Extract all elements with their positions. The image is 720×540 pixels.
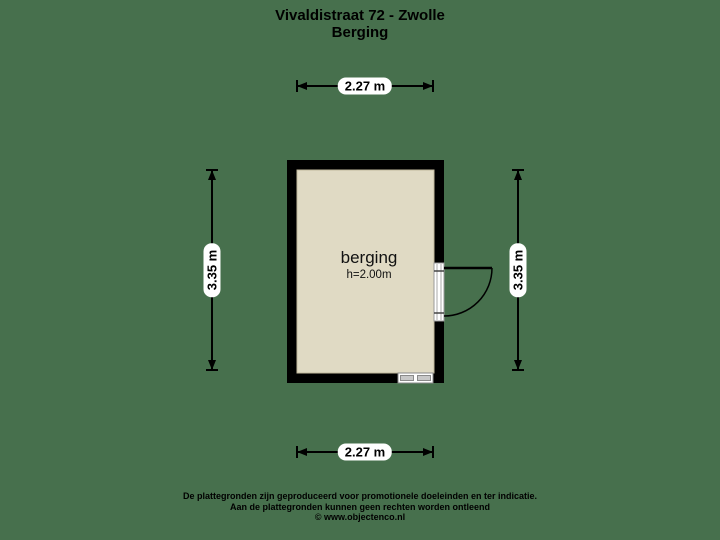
door-opening [433, 262, 445, 322]
footer-line-1: De plattegronden zijn geproduceerd voor … [182, 491, 538, 501]
room-name: berging [340, 248, 398, 267]
footer-disclaimer: De plattegronden zijn geproduceerd voor … [0, 491, 720, 523]
door [433, 262, 493, 322]
window-pane [417, 375, 431, 381]
window-frame [397, 372, 434, 384]
room-height-label: h=2.00m [346, 269, 392, 281]
dim-label-top: 2.27 m [337, 77, 393, 95]
dim-label-right: 3.35 m [509, 242, 527, 298]
room-floor [296, 169, 435, 374]
page-title: Vivaldistraat 72 - Zwolle Berging [0, 7, 720, 41]
dim-label-bottom: 2.27 m [337, 443, 393, 461]
door-swing-arc [443, 267, 493, 317]
room-label-block: berging h=2.00m [341, 248, 398, 282]
footer-copyright: © www.objectenco.nl [314, 512, 406, 522]
title-subtitle: Berging [331, 24, 389, 41]
dim-label-left: 3.35 m [203, 242, 221, 298]
window [397, 372, 434, 384]
title-address: Vivaldistraat 72 - Zwolle [275, 7, 445, 24]
window-pane [400, 375, 414, 381]
footer-line-2: Aan de plattegronden kunnen geen rechten… [229, 501, 491, 512]
